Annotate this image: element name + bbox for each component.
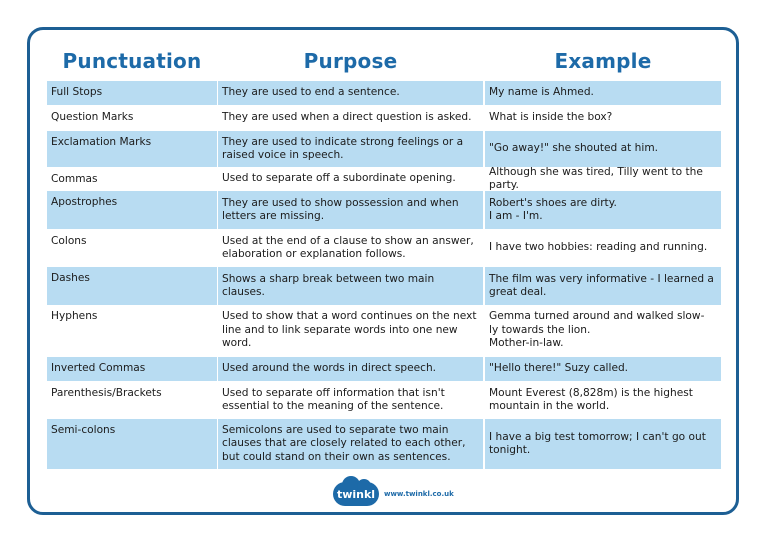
cell-example: I have a big test tomorrow; I can't go o… [485, 419, 721, 469]
twinkl-logo: twinkl www.twinkl.co.uk [333, 476, 454, 506]
cell-purpose: They are used when a direct question is … [222, 111, 472, 124]
header-punctuation: Punctuation [62, 49, 202, 73]
header-example: Example [554, 49, 652, 73]
cell-example: "Go away!" she shouted at him. [485, 131, 721, 167]
cell-example: I have two hobbies: reading and running. [489, 241, 708, 254]
header-purpose: Purpose [303, 49, 398, 73]
twinkl-cloud-logo: twinkl [333, 476, 379, 506]
cell-purpose: Shows a sharp break between two main cla… [218, 267, 483, 305]
cell-example: What is inside the box? [489, 111, 613, 124]
cell-example: Robert's shoes are dirty. I am - I'm. [485, 191, 721, 229]
cell-punctuation: Inverted Commas [47, 357, 217, 381]
cell-punctuation: Exclamation Marks [47, 131, 217, 167]
cell-example: Mount Everest (8,828m) is the highest mo… [489, 386, 693, 413]
cell-punctuation: Semi-colons [47, 419, 217, 469]
cell-punctuation: Commas [51, 173, 98, 185]
cell-punctuation: Full Stops [47, 81, 217, 105]
cell-purpose: Semicolons are used to separate two main… [218, 419, 483, 469]
cell-purpose: They are used to show possession and whe… [218, 191, 483, 229]
cell-punctuation: Dashes [47, 267, 217, 305]
cell-example: "Hello there!" Suzy called. [485, 357, 721, 381]
cell-example: Gemma turned around and walked slow- ly … [489, 310, 705, 350]
cell-punctuation: Question Marks [51, 111, 134, 123]
cell-punctuation: Apostrophes [47, 191, 217, 229]
cell-punctuation: Parenthesis/Brackets [51, 387, 162, 399]
cell-punctuation: Hyphens [51, 310, 98, 322]
cell-purpose: Used to show that a word continues on th… [222, 310, 477, 350]
cell-example: Although she was tired, Tilly went to th… [489, 165, 703, 192]
cell-purpose: Used at the end of a clause to show an a… [222, 234, 474, 261]
cell-purpose: They are used to end a sentence. [218, 81, 483, 105]
footer-url: www.twinkl.co.uk [384, 490, 454, 498]
cell-purpose: They are used to indicate strong feeling… [218, 131, 483, 167]
cell-punctuation: Colons [51, 235, 87, 247]
cell-example: My name is Ahmed. [485, 81, 721, 105]
cell-example: The film was very informative - I learne… [485, 267, 721, 305]
cell-purpose: Used to separate off a subordinate openi… [222, 172, 456, 185]
cell-purpose: Used to separate off information that is… [222, 386, 445, 413]
cell-purpose: Used around the words in direct speech. [218, 357, 483, 381]
